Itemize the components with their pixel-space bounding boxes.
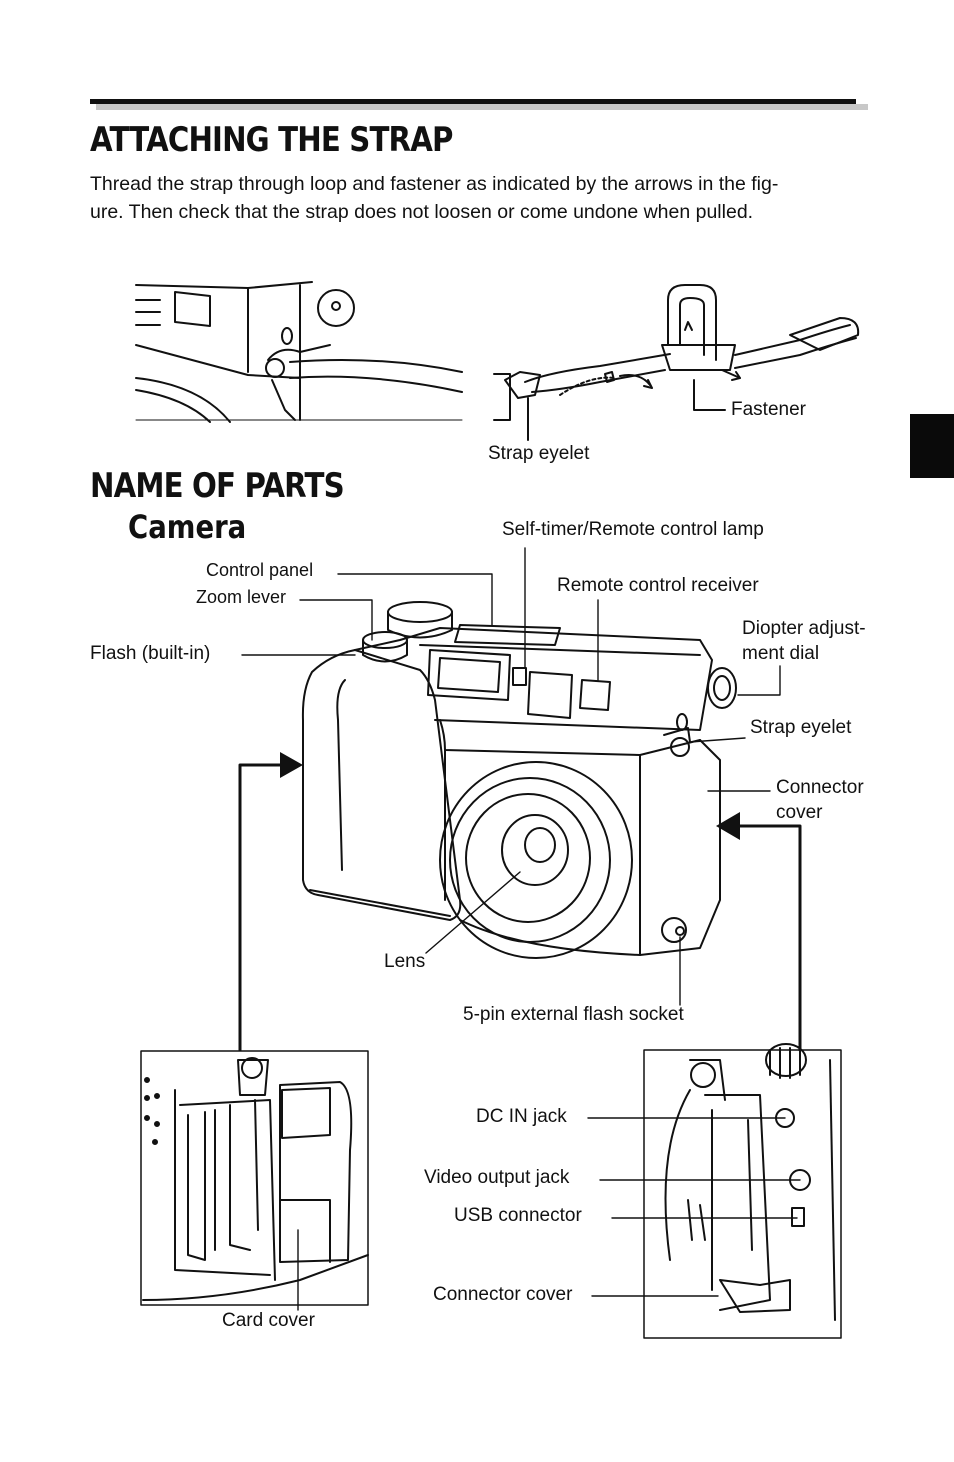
label-fastener: Fastener xyxy=(731,399,806,420)
label-connector-cover-line2: cover xyxy=(776,802,823,823)
label-strap-eyelet-top: Strap eyelet xyxy=(488,443,590,464)
header-rule-shadow xyxy=(96,104,868,110)
intro-paragraph: Thread the strap through loop and fasten… xyxy=(90,170,880,226)
chapter-tab xyxy=(910,414,954,478)
label-dc-in-jack: DC IN jack xyxy=(476,1106,567,1127)
header-rule xyxy=(90,99,856,104)
section-subtitle-camera: Camera xyxy=(128,508,247,546)
label-control-panel: Control panel xyxy=(206,560,314,580)
label-self-timer-lamp: Self-timer/Remote control lamp xyxy=(502,519,764,540)
camera-illustration xyxy=(301,601,737,959)
arrow-heads xyxy=(280,752,740,840)
label-connector-cover-bottom: Connector cover xyxy=(433,1284,573,1305)
connection-arrows xyxy=(238,763,802,1052)
label-connector-cover-line1: Connector xyxy=(776,777,864,798)
label-diopter-dial-line2: ment dial xyxy=(742,643,820,664)
label-flash: Flash (built-in) xyxy=(90,643,211,664)
label-usb-connector: USB connector xyxy=(454,1205,582,1226)
label-card-cover: Card cover xyxy=(222,1310,315,1331)
detail-card-cover xyxy=(140,1050,369,1306)
strap-figure-fastener xyxy=(493,284,860,441)
intro-line-1: Thread the strap through loop and fasten… xyxy=(90,173,779,195)
section-title-attaching-strap: ATTACHING THE STRAP xyxy=(90,120,453,160)
section-title-name-of-parts: NAME OF PARTS xyxy=(90,466,345,506)
label-remote-receiver: Remote control receiver xyxy=(557,575,759,596)
detail-connectors xyxy=(643,1043,842,1339)
label-video-output-jack: Video output jack xyxy=(424,1167,570,1188)
label-lens: Lens xyxy=(384,951,426,972)
label-diopter-dial-line1: Diopter adjust- xyxy=(742,618,866,639)
label-zoom-lever: Zoom lever xyxy=(196,587,287,607)
intro-line-2: ure. Then check that the strap does not … xyxy=(90,201,754,223)
label-strap-eyelet: Strap eyelet xyxy=(750,717,852,738)
label-flash-socket: 5-pin external flash socket xyxy=(463,1004,684,1025)
strap-figure-camera-corner xyxy=(135,281,463,423)
